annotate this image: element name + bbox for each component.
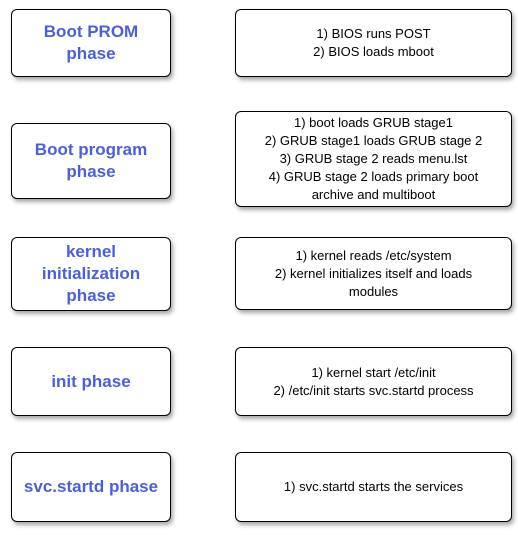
step-text: 2) kernel initializes itself and loads — [274, 265, 473, 281]
steps-box-boot-program: 1) boot loads GRUB stage1 2) GRUB stage1… — [235, 111, 512, 207]
step-text: 1) boot loads GRUB stage1 — [294, 115, 453, 130]
step-text: 1) kernel reads /etc/system — [295, 247, 452, 263]
step-text: 2) BIOS loads mboot — [313, 44, 434, 59]
phase-label: Boot program phase — [34, 140, 148, 181]
phase-box-svc-startd: svc.startd phase — [11, 452, 171, 522]
phase-label: svc.startd phase — [23, 477, 159, 496]
step-text: 1) kernel start /etc/init — [311, 364, 436, 380]
step-text: modules — [348, 283, 399, 299]
steps-box-init: 1) kernel start /etc/init 2) /etc/init s… — [235, 347, 512, 416]
steps-box-svc-startd: 1) svc.startd starts the services — [235, 452, 512, 522]
step-text: 2) GRUB stage1 loads GRUB stage 2 — [264, 133, 483, 148]
phase-box-kernel-initialization: kernel initialization phase — [11, 237, 171, 311]
step-text: 1) BIOS runs POST — [316, 26, 431, 41]
phase-box-boot-prom: Boot PROM phase — [11, 9, 171, 77]
phase-label: kernel initialization phase — [41, 242, 141, 305]
phase-label: Boot PROM phase — [43, 22, 139, 63]
step-text: 1) svc.startd starts the services — [283, 479, 464, 494]
step-text: 3) GRUB stage 2 reads menu.lst — [279, 151, 468, 166]
step-text: 4) GRUB stage 2 loads primary boot — [268, 169, 479, 184]
phase-box-boot-program: Boot program phase — [11, 123, 171, 199]
phase-box-init: init phase — [11, 347, 171, 416]
steps-box-boot-prom: 1) BIOS runs POST 2) BIOS loads mboot — [235, 9, 512, 77]
step-text: archive and multiboot — [311, 187, 436, 202]
phase-label: init phase — [51, 371, 131, 391]
step-text: 2) /etc/init starts svc.startd process — [273, 382, 474, 398]
steps-box-kernel-initialization: 1) kernel reads /etc/system 2) kernel in… — [235, 237, 512, 310]
